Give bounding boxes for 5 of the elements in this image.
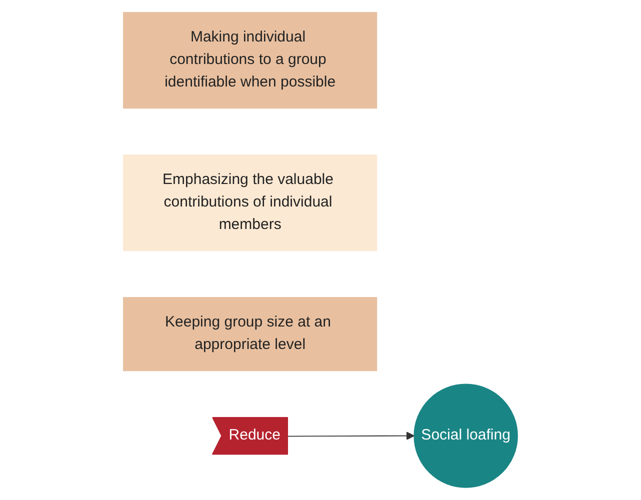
node-box: Making individual contributions to a group identifiable when possible — [123, 12, 378, 109]
arrow — [288, 432, 415, 440]
node-circle: Social loafing — [414, 384, 518, 488]
node-box: Emphasizing the valuable contributions of individual members — [123, 154, 378, 252]
node-box: Keeping group size at an appropriate level — [123, 297, 378, 372]
